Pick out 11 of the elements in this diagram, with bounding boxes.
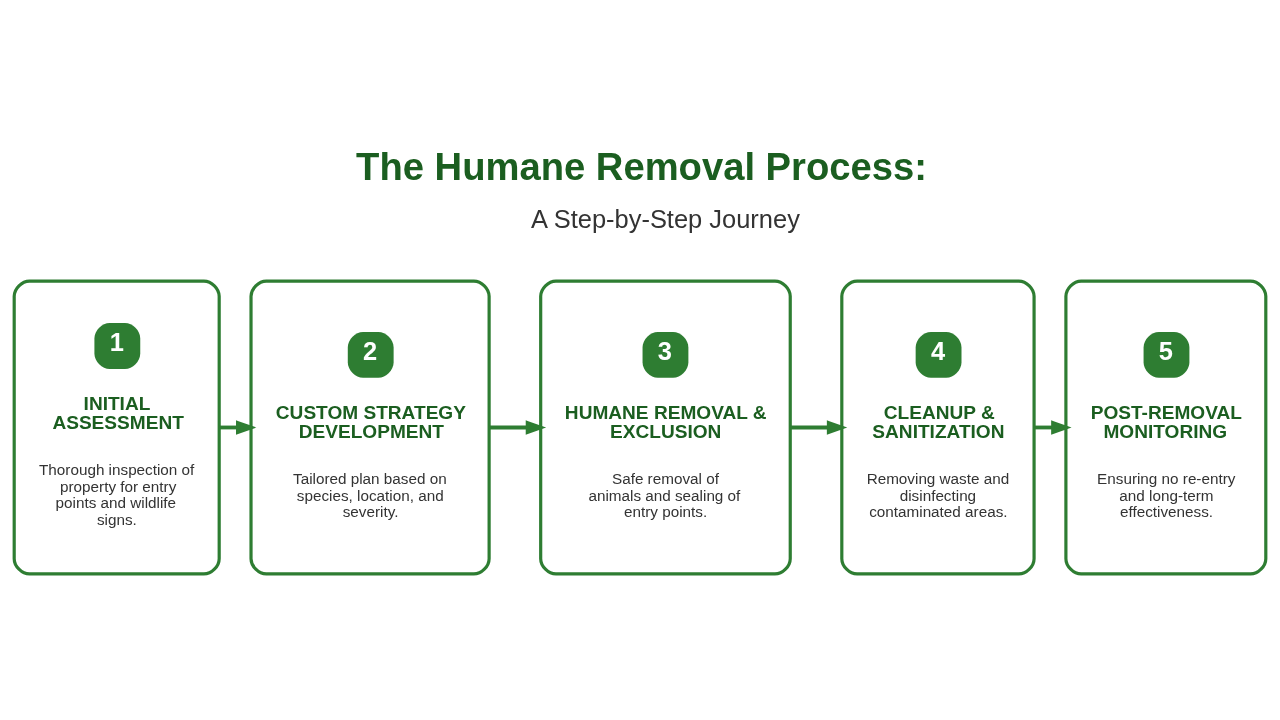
arrow	[489, 420, 547, 435]
node-box: 1 INITIAL ASSESSMENT Thorough inspection of property for entry points and wildlife signs.	[12, 279, 221, 576]
label: A Step-by-Step Journey	[531, 204, 800, 233]
node-box: 4 CLEANUP & SANITIZATION Removing waste and disinfecting contaminated areas.	[840, 279, 1036, 576]
arrow	[1034, 420, 1072, 435]
node-box: 3 HUMANE REMOVAL & EXCLUSION Safe removal of animals and sealing of entry points.	[539, 279, 792, 576]
arrow	[790, 420, 848, 435]
arrow	[219, 420, 257, 435]
node-box: 2 CUSTOM STRATEGY DEVELOPMENT Tailored plan based on species, location, and severity.	[249, 279, 491, 576]
diagram-title: The Humane Removal Process:	[356, 145, 927, 189]
node-box: 5 POST-REMOVAL MONITORING Ensuring no re-entry and long-term effectiveness.	[1064, 279, 1268, 576]
